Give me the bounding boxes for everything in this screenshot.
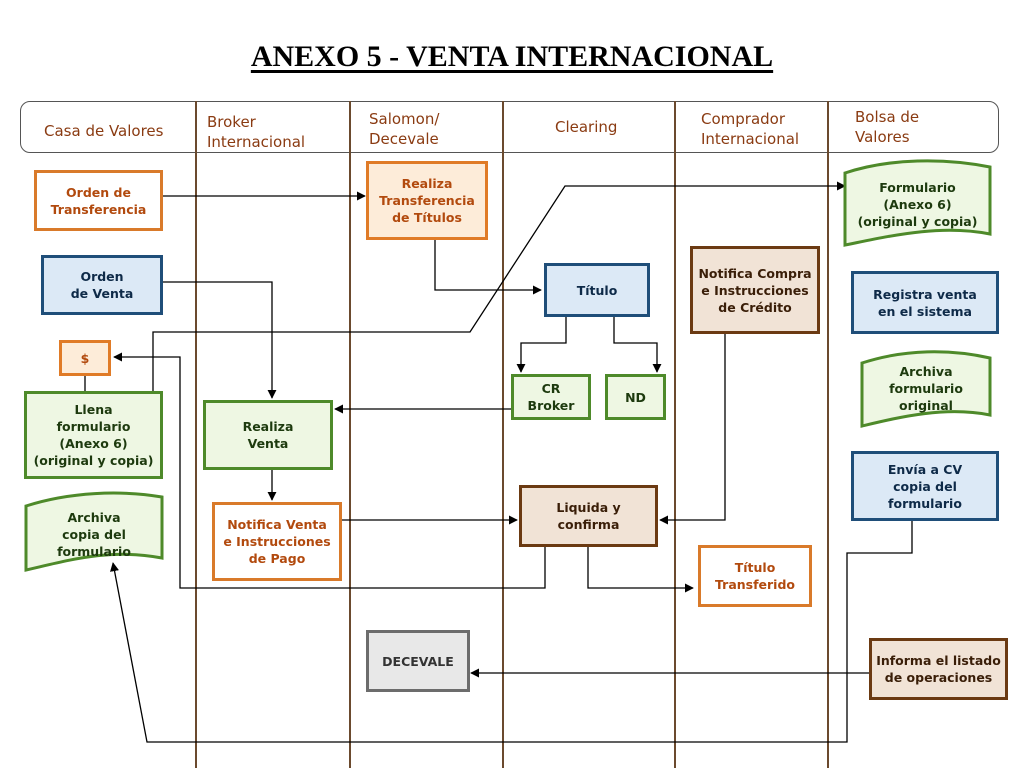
lane-header-broker-internacional: Broker Internacional (207, 113, 306, 151)
box-titulo-transferido: Título Transferido (698, 545, 812, 607)
box-cr-broker: CR Broker (511, 374, 591, 420)
box-nd: ND (605, 374, 666, 420)
diagram-title: ANEXO 5 - VENTA INTERNACIONAL (250, 40, 774, 73)
arrow-orden-venta-to-realiza-venta (163, 281, 277, 399)
arrow-transferencia-to-titulo (434, 240, 542, 295)
box-realiza-venta: Realiza Venta (203, 400, 333, 470)
box-liquida-y-confirma: Liquida y confirma (519, 485, 658, 547)
lane-divider (502, 101, 504, 768)
lane-header-band (20, 101, 999, 153)
arrow-titulo-to-cr (516, 316, 567, 373)
lane-header-casa-de-valores: Casa de Valores (44, 122, 164, 140)
box-decevale: DECEVALE (366, 630, 470, 692)
box-realiza-transferencia: Realiza Transferencia de Títulos (366, 161, 488, 240)
doc-shape-archiva-original (860, 350, 992, 428)
lane-divider (195, 101, 197, 768)
doc-formulario-anexo-6: Formulario (Anexo 6) (original y copia) (857, 180, 978, 229)
lane-header-comprador-internacional: Comprador Internacional (701, 110, 800, 148)
lane-divider (349, 101, 351, 768)
box-informa-listado: Informa el listado de operaciones (869, 638, 1008, 700)
arrow-liquida-to-titulo-transferido (587, 547, 694, 593)
box-notifica-compra: Notifica Compra e Instrucciones de Crédi… (690, 246, 820, 334)
box-dinero: $ (59, 340, 111, 376)
doc-archiva-formulario-original: Archiva formulario original (889, 364, 963, 413)
box-registra-venta: Registra venta en el sistema (851, 271, 999, 334)
box-notifica-venta: Notifica Venta e Instrucciones de Pago (212, 502, 342, 581)
box-llena-formulario: Llena formulario (Anexo 6) (original y c… (24, 391, 163, 479)
lane-header-bolsa-de-valores: Bolsa de Valores (855, 108, 920, 146)
box-titulo: Título (544, 263, 650, 317)
arrow-envia-to-archiva-copia (110, 521, 913, 743)
lane-divider (674, 101, 676, 768)
doc-archiva-copia-del-formulario: Archiva copia del formulario (57, 510, 131, 559)
arrow-compra-to-liquida (659, 334, 726, 525)
arrow-liquida-to-dinero (113, 352, 546, 589)
arrow-titulo-to-nd (613, 316, 662, 373)
doc-shape-archiva-copia (24, 491, 164, 572)
lane-header-salomon-decevale: Salomon/ Decevale (369, 110, 440, 148)
doc-shape-formulario (843, 159, 992, 247)
box-orden-de-transferencia: Orden de Transferencia (34, 170, 163, 231)
box-envia-a-cv: Envía a CV copia del formulario (851, 451, 999, 521)
box-orden-de-venta: Orden de Venta (41, 255, 163, 315)
lane-divider (827, 101, 829, 768)
arrow-llena-to-formulario (152, 181, 846, 391)
lane-header-clearing: Clearing (555, 118, 618, 136)
